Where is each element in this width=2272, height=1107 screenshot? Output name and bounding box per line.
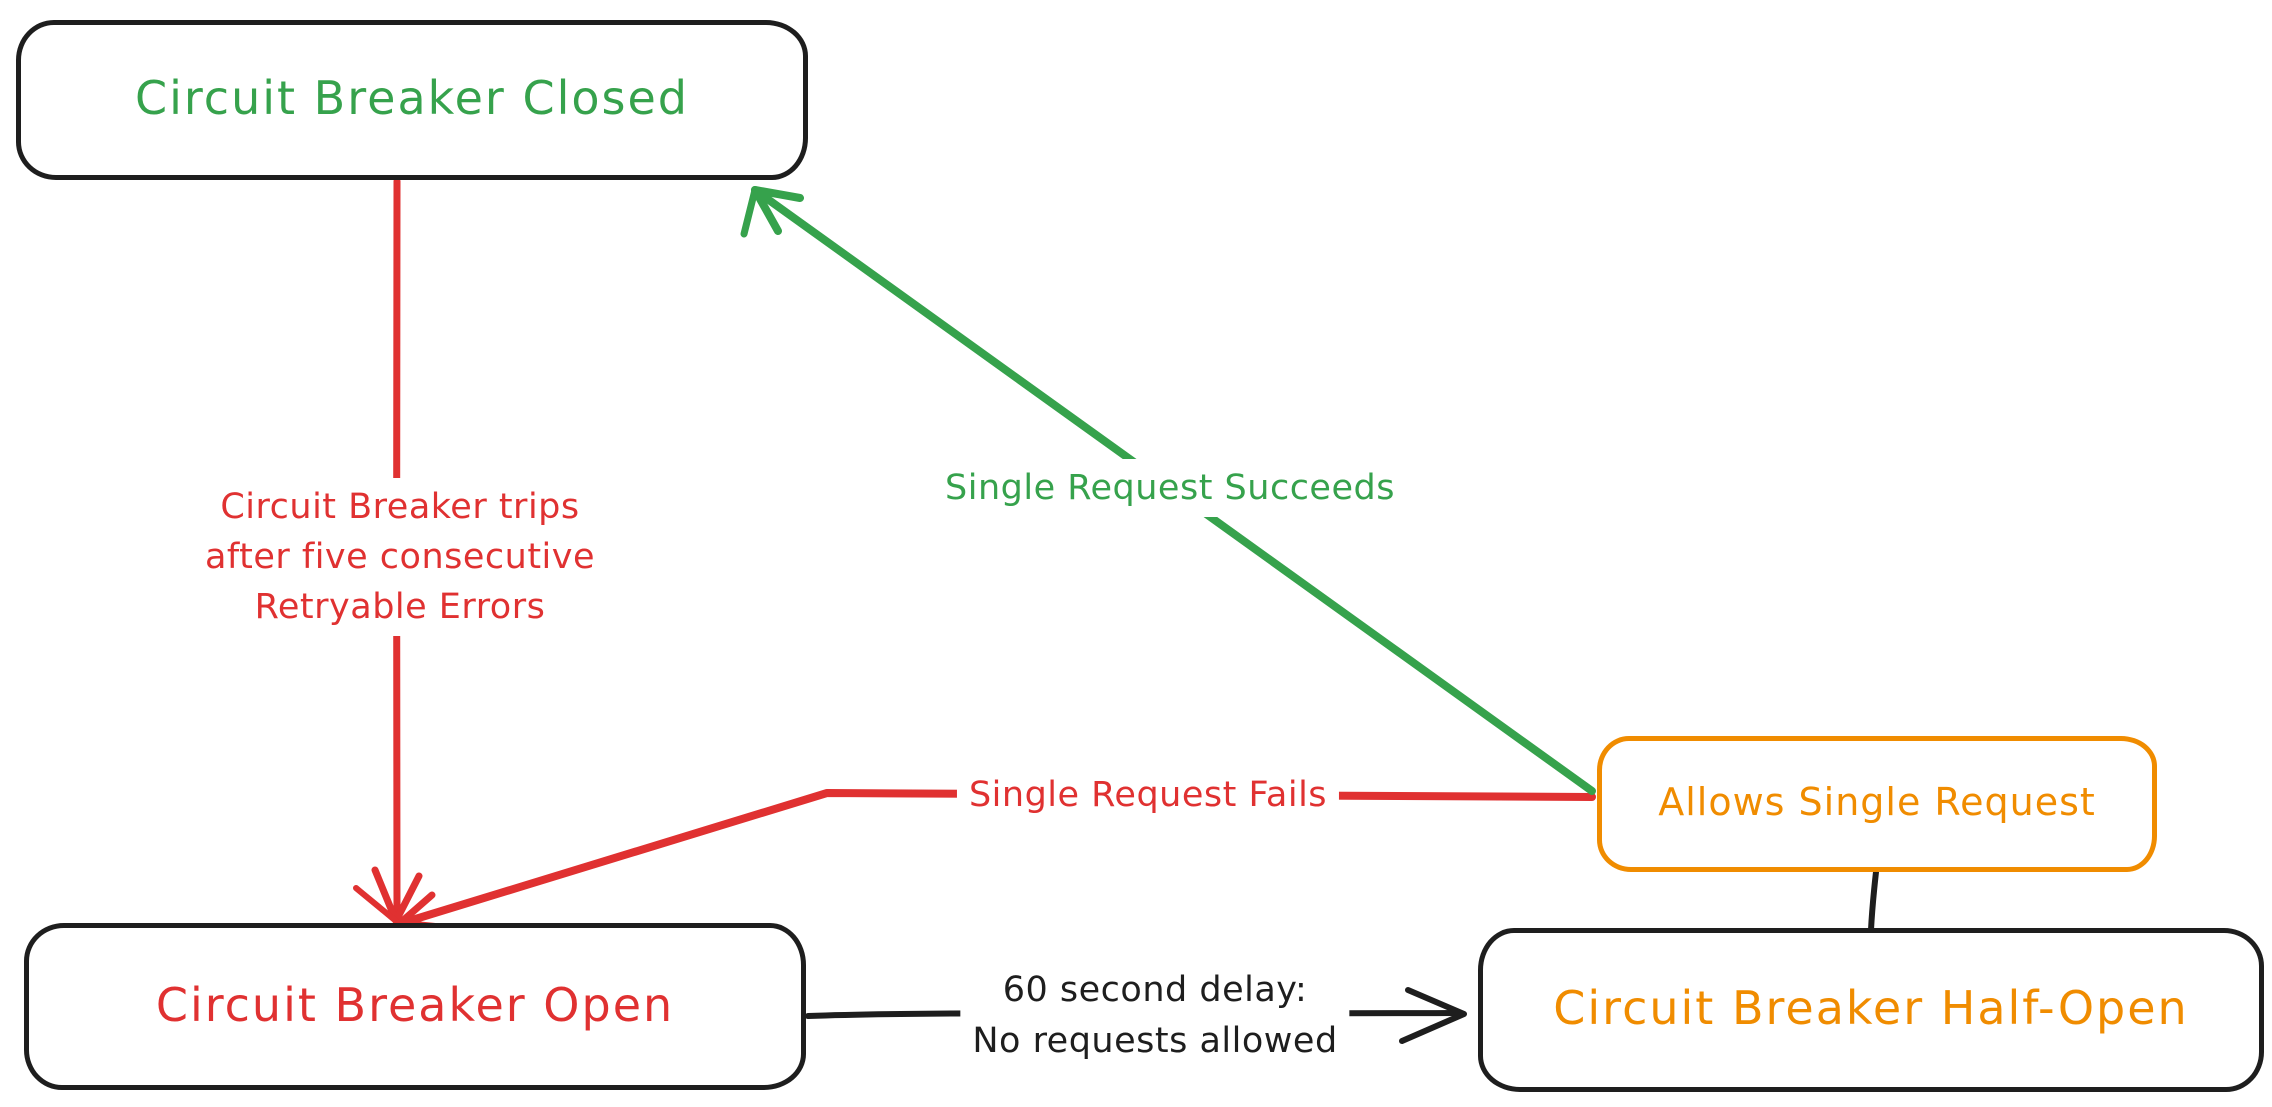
node-circuit-breaker-half-open: Circuit Breaker Half-Open bbox=[1478, 928, 2264, 1092]
edge-label-delay: 60 second delay: No requests allowed bbox=[960, 961, 1350, 1071]
edge-label-trips-line-1: Circuit Breaker trips bbox=[220, 487, 580, 527]
edge-label-trips-line-2: after five consecutive bbox=[204, 537, 596, 577]
node-circuit-breaker-closed: Circuit Breaker Closed bbox=[16, 20, 808, 180]
node-circuit-breaker-half-open-label: Circuit Breaker Half-Open bbox=[1553, 981, 2189, 1035]
edge-label-delay-line-2: No requests allowed bbox=[972, 1021, 1338, 1061]
edge-label-trips: Circuit Breaker trips after five consecu… bbox=[192, 478, 608, 636]
edge-label-delay-line-1: 60 second delay: bbox=[1002, 970, 1308, 1010]
edge-label-succeeds: Single Request Succeeds bbox=[933, 459, 1407, 517]
edge-succeeds-arrowhead bbox=[740, 186, 759, 238]
edge-label-trips-line-3: Retryable Errors bbox=[254, 587, 546, 627]
node-circuit-breaker-open-label: Circuit Breaker Open bbox=[155, 977, 675, 1032]
edge-half-open-link-line bbox=[1868, 869, 1879, 933]
edge-trips-arrowhead bbox=[353, 885, 399, 924]
edge-delay-arrowhead bbox=[1399, 987, 1467, 1044]
node-allows-single-request: Allows Single Request bbox=[1597, 736, 2157, 872]
node-allows-single-request-label: Allows Single Request bbox=[1658, 780, 2096, 824]
node-circuit-breaker-open: Circuit Breaker Open bbox=[24, 923, 806, 1090]
node-circuit-breaker-closed-label: Circuit Breaker Closed bbox=[135, 71, 689, 125]
edge-label-fails: Single Request Fails bbox=[956, 766, 1340, 824]
